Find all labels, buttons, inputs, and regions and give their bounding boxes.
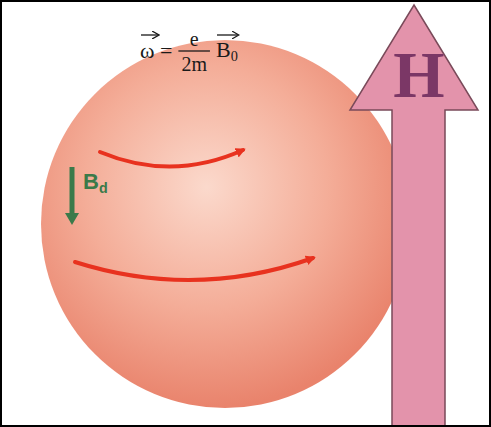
- arrow-body: [350, 5, 478, 427]
- rotation-arrow: [100, 150, 243, 167]
- sphere-body: [41, 40, 409, 408]
- formula-lhs: ω =: [140, 40, 172, 62]
- induced-field-arrow: [70, 167, 75, 217]
- vector-arrow: [141, 34, 158, 35]
- fraction-denominator: 2m: [181, 54, 207, 74]
- fraction-numerator: e: [190, 29, 199, 49]
- rotation-arrow: [75, 258, 313, 280]
- fraction-bar: [178, 50, 210, 51]
- induced-field-label: Bd: [83, 171, 108, 195]
- rotating-sphere: ω =e2mB0Bd: [40, 39, 410, 409]
- sphere-outline: [40, 39, 410, 409]
- field-symbol: B0: [216, 39, 238, 63]
- field-arrow: H: [349, 4, 479, 427]
- vector-arrow: [217, 34, 238, 35]
- field-label: H: [393, 42, 444, 108]
